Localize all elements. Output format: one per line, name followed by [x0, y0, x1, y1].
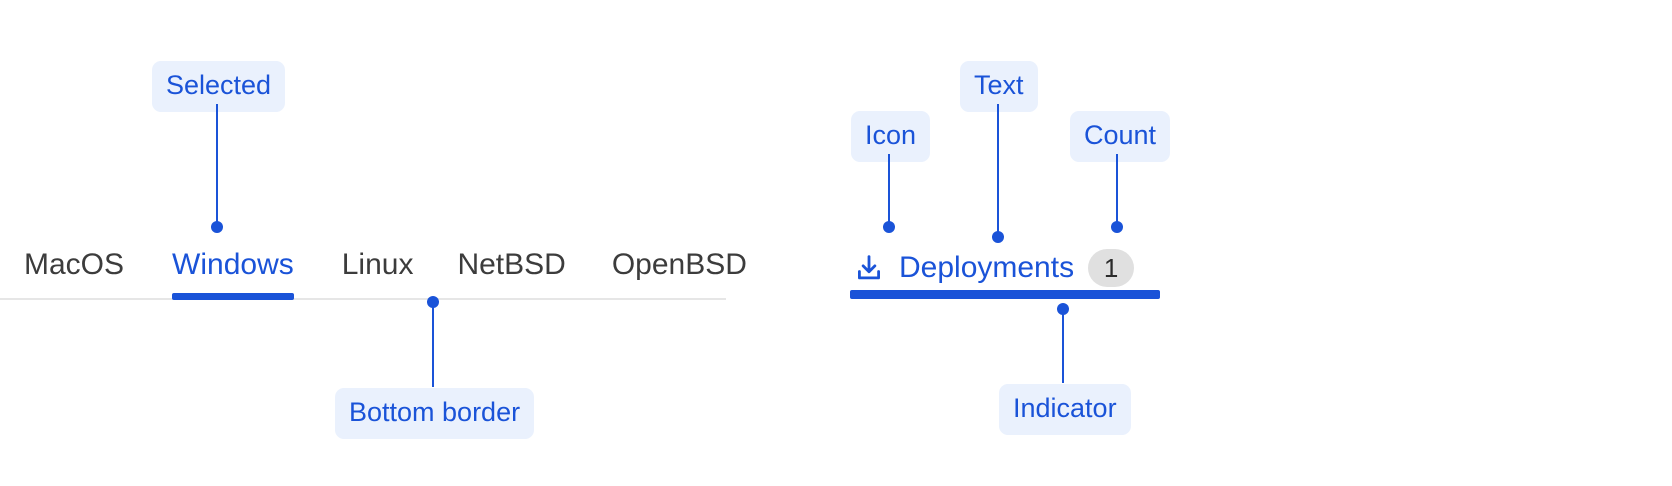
tab-deployments[interactable]: Deployments 1	[850, 244, 1160, 292]
leader-line-text	[997, 104, 999, 235]
tab-deployments-count-badge: 1	[1088, 249, 1135, 287]
tab-windows[interactable]: Windows	[172, 244, 294, 300]
leader-line-icon	[888, 154, 890, 225]
callout-selected: Selected	[152, 61, 286, 112]
tab-windows-indicator	[172, 293, 294, 300]
tab-linux-label: Linux	[341, 248, 414, 281]
callout-text: Text	[960, 61, 1038, 112]
tab-deployments-label: Deployments	[899, 251, 1075, 284]
leader-dot-text	[992, 231, 1004, 243]
download-icon	[858, 255, 880, 280]
leader-line-indicator	[1062, 309, 1064, 383]
leader-line-count	[1116, 154, 1118, 225]
tab-list-left: MacOS Windows Linux NetBSD OpenBSD	[0, 244, 747, 300]
tab-netbsd[interactable]: NetBSD	[457, 244, 565, 298]
tab-macos-label: MacOS	[24, 248, 125, 281]
tab-linux[interactable]: Linux	[342, 244, 414, 298]
callout-count: Count	[1070, 111, 1171, 162]
leader-dot-selected	[211, 221, 223, 233]
tab-openbsd-label: OpenBSD	[611, 248, 747, 281]
tab-netbsd-label: NetBSD	[457, 248, 566, 281]
callout-indicator: Indicator	[999, 384, 1131, 435]
tab-openbsd[interactable]: OpenBSD	[612, 244, 747, 298]
tab-windows-label: Windows	[172, 248, 294, 281]
leader-line-selected	[216, 104, 218, 225]
tabbar-left: MacOS Windows Linux NetBSD OpenBSD	[0, 244, 747, 300]
leader-dot-count	[1111, 221, 1123, 233]
tab-macos[interactable]: MacOS	[24, 244, 124, 298]
callout-bottom-border: Bottom border	[335, 388, 535, 439]
tab-deployments-indicator	[850, 290, 1160, 299]
tabbar-right: Deployments 1	[850, 244, 1160, 300]
callout-icon: Icon	[851, 111, 931, 162]
leader-dot-icon	[883, 221, 895, 233]
leader-line-bottom-border	[432, 302, 434, 387]
